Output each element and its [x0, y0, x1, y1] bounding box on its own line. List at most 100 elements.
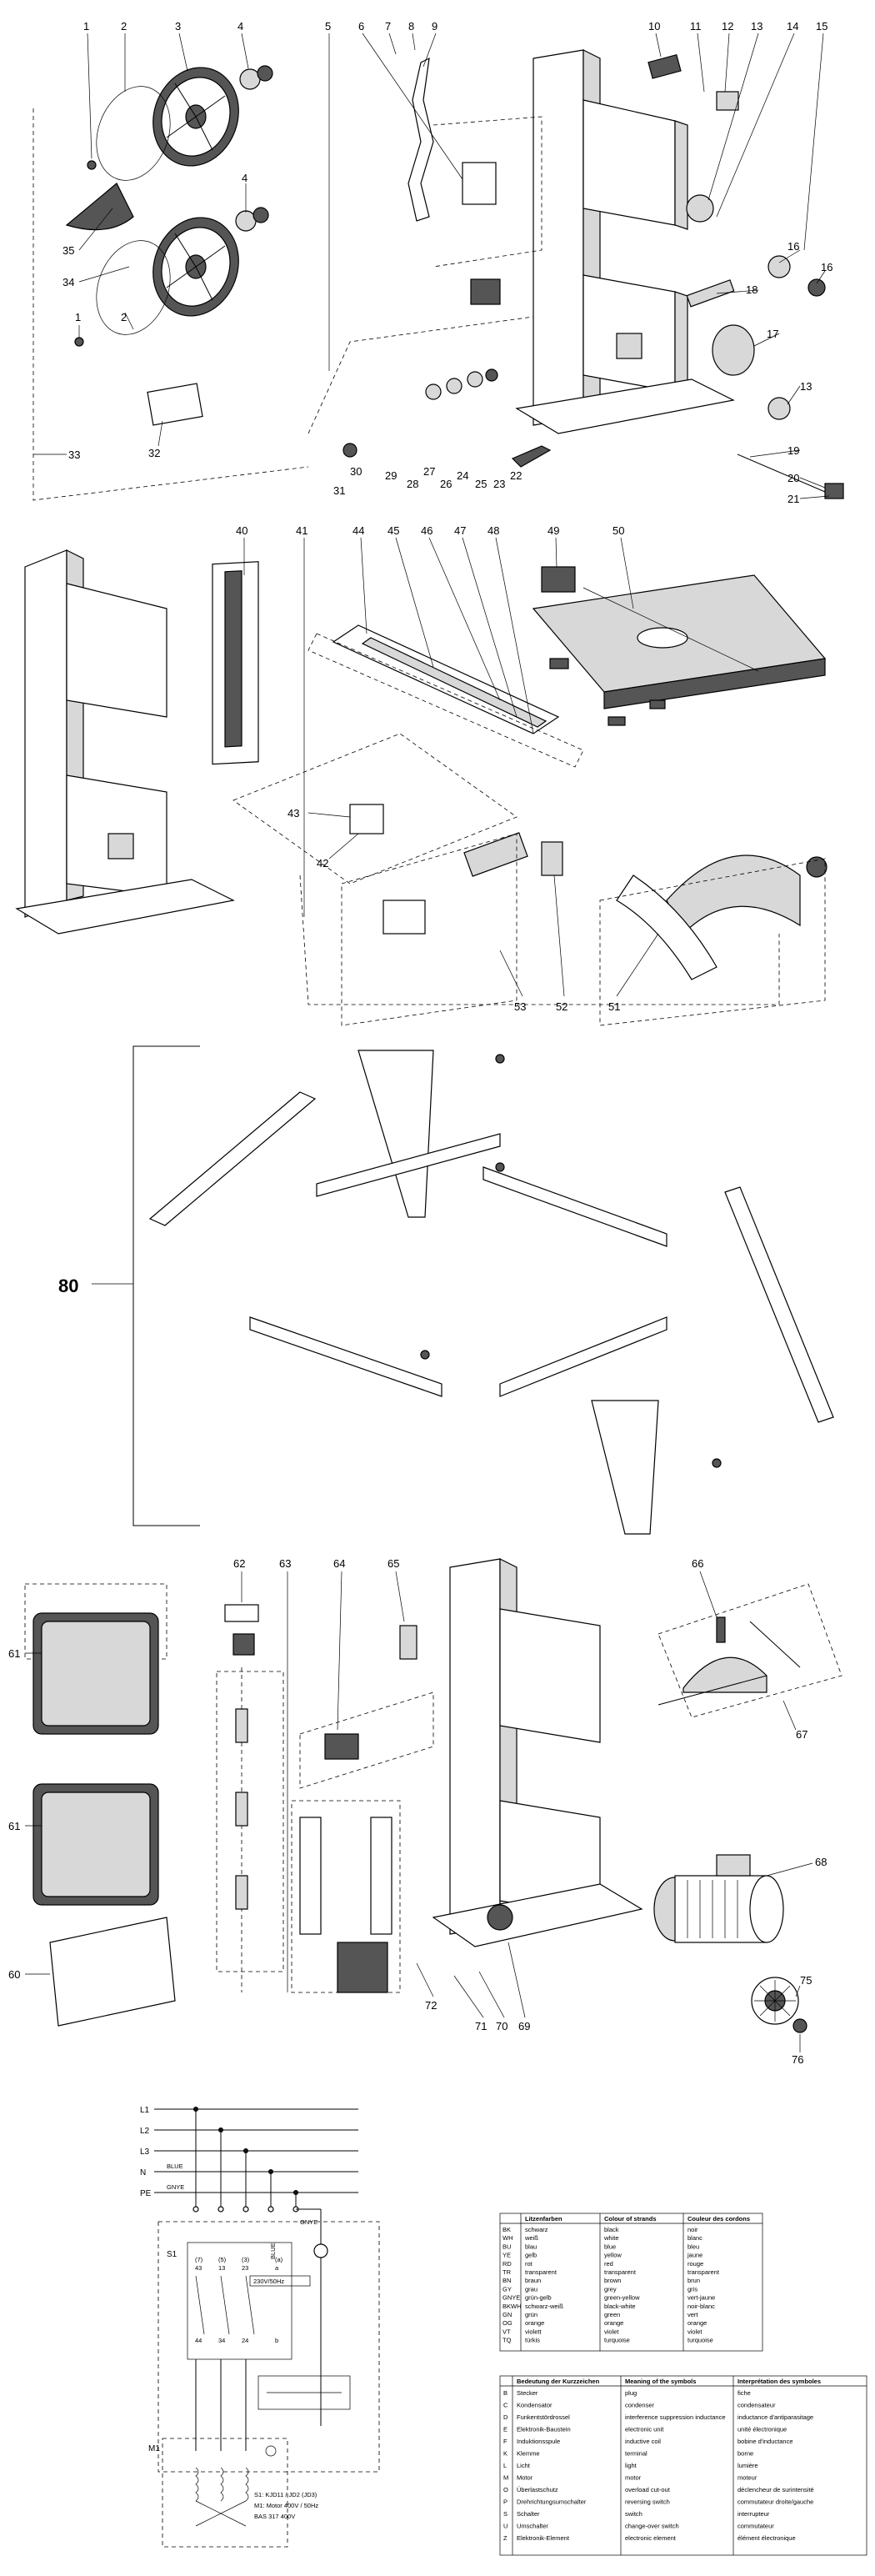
fan-clip: [792, 2018, 808, 2033]
label-11: 11: [690, 20, 702, 33]
label-47: 47: [454, 524, 466, 537]
bearing: [768, 397, 791, 420]
bearing: [257, 65, 273, 82]
svg-text:GNYE: GNYE: [300, 2218, 318, 2226]
label-16: 16: [788, 240, 799, 253]
nut: [342, 443, 358, 458]
label-14: 14: [787, 20, 798, 33]
section-b-exploded-view: 40 41 44 45 46 47 48 49 50 43 42 53 52 5…: [15, 524, 828, 1026]
color-name-fr: transparent: [688, 2268, 720, 2276]
section-a-exploded-view: 1 2 3 4 5 6 7 8 9 10 11 12 13 14 15 4 35…: [32, 20, 844, 505]
label-12: 12: [722, 20, 733, 33]
bearing-housing: [768, 255, 791, 278]
color-name-de: violett: [525, 2328, 542, 2335]
bushing: [224, 1604, 259, 1622]
label-29: 29: [385, 469, 397, 482]
bushing: [485, 368, 498, 382]
stand-crossbar: [499, 1316, 668, 1397]
drive-shaft: [686, 279, 735, 308]
frame-front-view: [432, 1558, 643, 1947]
label-13: 13: [751, 20, 762, 33]
color-name-en: black-white: [604, 2303, 636, 2310]
symbol-meaning-fr: bobine d'inductance: [738, 2438, 793, 2445]
svg-text:43: 43: [195, 2264, 202, 2272]
symbol-code: S: [503, 2510, 508, 2518]
thrust-guide: [463, 832, 528, 877]
color-name-de: grün: [525, 2311, 538, 2318]
svg-text:13: 13: [218, 2264, 225, 2272]
svg-text:24: 24: [242, 2337, 248, 2344]
section-d-numbers: 62 63 64 65 66 61 61 60 67 68 75 76 72 7…: [8, 1557, 827, 2066]
label-68: 68: [815, 1856, 827, 1868]
symbol-code: U: [503, 2523, 508, 2530]
color-name-en: blue: [604, 2243, 616, 2250]
guard-rail: [224, 570, 242, 748]
color-name-de: blau: [525, 2243, 537, 2250]
color-name-fr: gris: [688, 2285, 698, 2293]
label-28: 28: [407, 478, 418, 490]
label-32: 32: [148, 447, 160, 459]
label-63: 63: [279, 1557, 291, 1570]
symbol-meaning-de: Funkentstördrossel: [517, 2413, 570, 2421]
bearing: [239, 68, 261, 90]
symbol-meaning-fr: interrupteur: [738, 2510, 770, 2518]
color-name-en: white: [603, 2234, 619, 2242]
color-name-en: transparent: [604, 2268, 637, 2276]
symbol-meaning-en: interference suppression inductance: [625, 2413, 726, 2421]
label-71: 71: [475, 2020, 487, 2032]
table-insert: [541, 566, 576, 593]
svg-text:M1: Motor 400V / 50Hz: M1: Motor 400V / 50Hz: [254, 2502, 318, 2509]
label-48: 48: [488, 524, 499, 537]
label-6: 6: [358, 20, 364, 33]
symbol-meaning-fr: commutateur: [738, 2523, 774, 2530]
svg-text:Litzenfarben: Litzenfarben: [525, 2215, 562, 2223]
section-b-leaders: [243, 537, 659, 997]
svg-text:L1: L1: [140, 2106, 150, 2115]
label-30: 30: [350, 465, 362, 478]
label-61b: 61: [8, 1820, 20, 1832]
color-name-fr: violet: [688, 2328, 702, 2335]
upper-band-wheel: [152, 67, 239, 167]
label-46: 46: [421, 524, 432, 537]
symbol-code: L: [503, 2462, 507, 2469]
symbol-meaning-fr: moteur: [738, 2474, 758, 2482]
label-34: 34: [62, 276, 74, 288]
strand-color-legend: Litzenfarben Colour of strands Couleur d…: [499, 2213, 763, 2352]
label-7: 7: [385, 20, 391, 33]
supply-lines: L1 L2 L3 N PE BLUE GNYE: [140, 2106, 358, 2198]
color-name-fr: vert-jaune: [688, 2294, 715, 2302]
label-61: 61: [8, 1647, 20, 1660]
svg-text:L2: L2: [140, 2127, 150, 2136]
svg-text:BAS 317 400V: BAS 317 400V: [254, 2513, 295, 2520]
label-4: 4: [238, 20, 243, 33]
label-51: 51: [608, 1000, 620, 1013]
bearing: [252, 207, 269, 223]
label-66: 66: [692, 1557, 703, 1570]
bolt: [712, 1458, 722, 1468]
color-name-en: brown: [604, 2277, 621, 2284]
color-name-fr: blanc: [688, 2234, 702, 2242]
svg-text:Colour of strands: Colour of strands: [604, 2215, 657, 2223]
wheel-hub: [686, 194, 714, 223]
saw-table: [532, 574, 827, 709]
label-70: 70: [496, 2020, 508, 2032]
symbol-code: O: [503, 2486, 508, 2493]
stand-leg-brace: [724, 1186, 834, 1423]
color-name-fr: jaune: [687, 2252, 702, 2259]
symbol-meaning-fr: condensateur: [738, 2402, 776, 2409]
motor-label: M1: [148, 2444, 160, 2453]
small-bolt: [87, 160, 97, 170]
stand-leg: [591, 1400, 659, 1535]
color-name-en: yellow: [604, 2252, 622, 2259]
symbol-meaning-de: Elektronik-Element: [517, 2534, 570, 2542]
label-27: 27: [423, 465, 435, 478]
svg-text:Bedeutung der Kurzzeichen: Bedeutung der Kurzzeichen: [517, 2378, 600, 2385]
wiring-diagram: L1 L2 L3 N PE BLUE GNYE S1: [140, 2106, 380, 2548]
symbol-meaning-fr: commutateur droite/gauche: [738, 2498, 813, 2506]
symbol-meaning-fr: borne: [738, 2450, 753, 2458]
color-name-en: orange: [604, 2319, 623, 2327]
color-code: GNYE: [502, 2294, 520, 2302]
section-d-exploded-view: 62 63 64 65 66 61 61 60 67 68 75 76 72 7…: [8, 1557, 842, 2066]
table-bolt: [608, 716, 626, 726]
